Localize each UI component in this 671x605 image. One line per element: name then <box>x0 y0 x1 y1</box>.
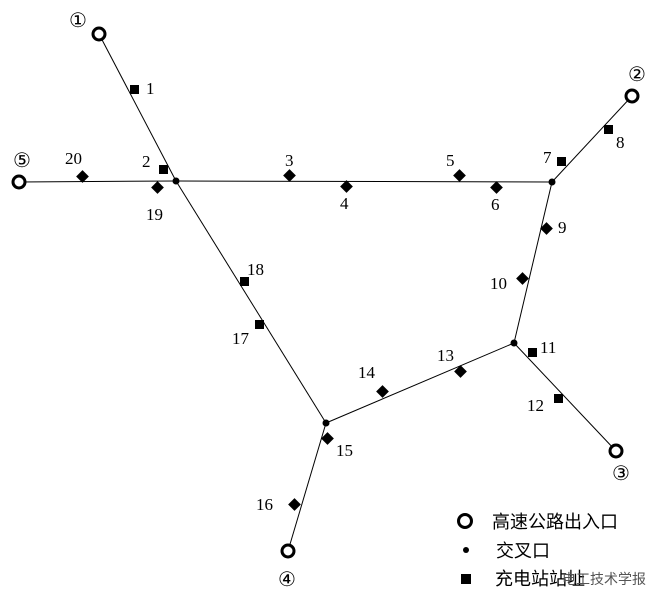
station-marker-13 <box>454 365 467 378</box>
station-marker-16 <box>288 498 301 511</box>
station-marker-11 <box>528 348 537 357</box>
station-label-5: 5 <box>446 151 455 170</box>
station-label-10: 10 <box>490 274 507 293</box>
station-label-17: 17 <box>232 329 250 348</box>
station-marker-15 <box>321 432 334 445</box>
road-southeast-exit3 <box>513 342 617 452</box>
station-labels: 1 2 3 4 5 6 7 8 9 10 11 12 13 14 15 16 1… <box>65 79 625 514</box>
station-marker-14 <box>376 385 389 398</box>
station-label-2: 2 <box>142 152 151 171</box>
station-marker-7 <box>557 157 566 166</box>
watermark-text: 电工技术学报 <box>562 572 646 588</box>
station-label-15: 15 <box>336 441 353 460</box>
exit-node-3 <box>608 443 624 459</box>
road-exit1-junction <box>98 33 177 182</box>
legend-station-symbol <box>461 574 471 584</box>
exit-label-5: ⑤ <box>13 148 31 172</box>
station-marker-2 <box>159 165 168 174</box>
junction-west <box>172 177 180 185</box>
station-marker-6 <box>490 181 503 194</box>
station-marker-19 <box>151 181 164 194</box>
legend-exit-symbol <box>457 513 473 529</box>
exit-label-2: ② <box>628 62 646 86</box>
station-label-3: 3 <box>285 151 294 170</box>
station-label-8: 8 <box>616 133 625 152</box>
junction-southwest <box>322 419 330 427</box>
exit-label-4: ④ <box>278 567 296 591</box>
road-west-southwest <box>175 180 327 424</box>
exit-label-3: ③ <box>612 461 630 485</box>
road-southeast-southwest <box>325 342 515 424</box>
station-marker-8 <box>604 125 613 134</box>
station-marker-18 <box>240 277 249 286</box>
road-network <box>18 33 633 552</box>
station-label-6: 6 <box>491 195 500 214</box>
junction-southeast <box>510 339 518 347</box>
legend-junction-label: 交叉口 <box>496 541 550 562</box>
junction-east <box>548 178 556 186</box>
exit-node-2 <box>624 88 640 104</box>
station-marker-20 <box>76 170 89 183</box>
station-label-14: 14 <box>358 363 376 382</box>
station-label-13: 13 <box>437 346 454 365</box>
highway-exits: ① ② ③ ④ ⑤ <box>11 8 646 591</box>
station-label-7: 7 <box>543 148 552 167</box>
station-marker-1 <box>130 85 139 94</box>
station-label-19: 19 <box>146 205 163 224</box>
road-west-east-junction <box>175 180 553 183</box>
road-east-junction-exit2 <box>551 95 633 183</box>
legend-junction-symbol <box>463 547 469 553</box>
road-southwest-exit4 <box>287 422 327 552</box>
station-label-18: 18 <box>247 260 264 279</box>
station-label-4: 4 <box>340 194 349 213</box>
station-marker-17 <box>255 320 264 329</box>
station-label-9: 9 <box>558 218 567 237</box>
road-east-south-junction <box>513 181 553 344</box>
exit-node-5 <box>11 174 27 190</box>
legend-station-label: 充电站站址 <box>495 569 585 590</box>
junctions <box>172 177 556 427</box>
road-exit5-junction <box>18 180 177 183</box>
station-label-12: 12 <box>527 396 544 415</box>
exit-label-1: ① <box>69 8 87 32</box>
station-marker-12 <box>554 394 563 403</box>
station-marker-3 <box>283 169 296 182</box>
legend-exit-label: 高速公路出入口 <box>492 512 618 533</box>
exit-node-1 <box>91 26 107 42</box>
station-marker-5 <box>453 169 466 182</box>
station-marker-10 <box>516 272 529 285</box>
legend: 高速公路出入口 交叉口 充电站站址 <box>457 512 618 590</box>
station-label-16: 16 <box>256 495 273 514</box>
station-label-11: 11 <box>540 338 556 357</box>
station-marker-4 <box>340 180 353 193</box>
watermark: 电工技术学报 <box>562 572 646 588</box>
station-label-20: 20 <box>65 149 82 168</box>
exit-node-4 <box>280 543 296 559</box>
station-label-1: 1 <box>146 79 155 98</box>
